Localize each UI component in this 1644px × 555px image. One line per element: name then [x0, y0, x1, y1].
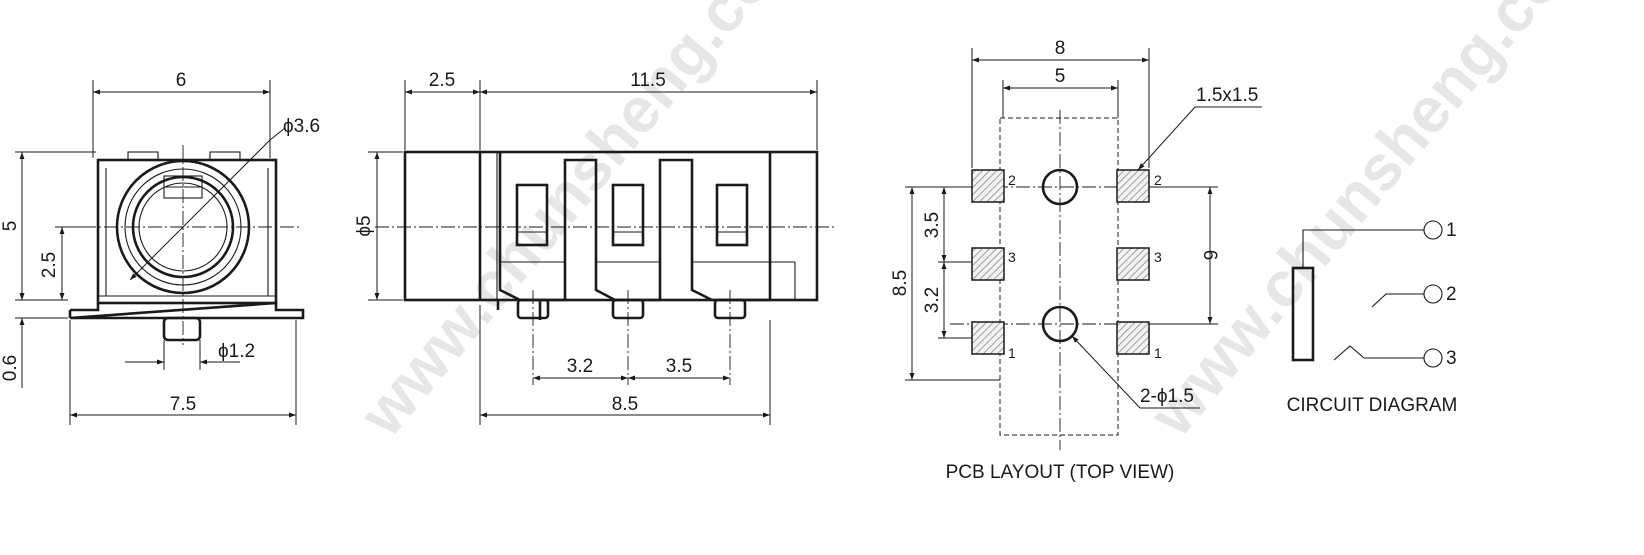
front-pin [162, 316, 202, 342]
pad-top-right [1116, 169, 1150, 203]
pcb-body-outline [999, 117, 1119, 436]
pad-mid-left [971, 247, 1005, 281]
side-body-outline [403, 150, 819, 302]
side-pitch-b-label: 3.5 [666, 356, 692, 377]
pcb-right-height-label: 6 [1199, 250, 1220, 261]
front-pin-dia-label: ϕ1.2 [218, 341, 255, 362]
front-notch-left [127, 151, 159, 161]
watermark: www.chunsheng.com www.chunsheng.com [345, 0, 1612, 450]
side-pitch-a-label: 3.2 [567, 356, 593, 377]
circuit-pin-3-label: 3 [1446, 348, 1457, 369]
front-base-width-label: 7.5 [170, 394, 196, 415]
pad-label-mid-left: 3 [1008, 249, 1016, 265]
side-total-pitch-label: 8.5 [612, 394, 638, 415]
circuit-diagram-title: CIRCUIT DIAGRAM [1287, 395, 1458, 416]
pcb-hole-top [1041, 168, 1079, 206]
circuit-pin-2-label: 2 [1446, 284, 1457, 305]
pad-bot-left [971, 321, 1005, 355]
circuit-wire-1 [1302, 229, 1424, 268]
pad-label-bot-left: 1 [1008, 345, 1016, 361]
front-view: ϕ3.6 6 5 2.5 0.6 ϕ1.2 7.5 [0, 70, 320, 425]
side-body-length-label: 11.5 [630, 70, 666, 91]
pcb-pads [971, 169, 1150, 355]
circuit-pin-3-terminal [1423, 348, 1443, 368]
circuit-wire-2 [1371, 293, 1424, 308]
pcb-total-height-label: 8.5 [890, 270, 911, 296]
pcb-row-a-label: 3.5 [922, 212, 943, 238]
pcb-inner-width-label: 5 [1055, 66, 1066, 87]
side-diameter-label: ϕ5 [354, 215, 375, 236]
side-view: 2.5 11.5 ϕ5 3.2 3.5 8.5 [354, 70, 835, 425]
watermark-text-right: www.chunsheng.com [1135, 0, 1612, 450]
front-center-height-label: 2.5 [39, 252, 60, 278]
circuit-pin-1-terminal [1423, 220, 1443, 240]
pcb-row-b-label: 3.2 [922, 287, 943, 313]
pcb-hole-bottom [1041, 305, 1079, 343]
front-base-feet [69, 301, 305, 320]
front-width-label: 6 [176, 70, 187, 91]
pad-bot-right [1116, 321, 1150, 355]
pcb-holes-label: 2-ϕ1.5 [1140, 386, 1194, 407]
pcb-layout-title: PCB LAYOUT (TOP VIEW) [946, 462, 1175, 483]
pad-label-mid-right: 3 [1154, 249, 1162, 265]
pcb-layout: 2 2 3 3 1 1 8 5 1.5x1.5 3.5 3.2 8.5 [890, 38, 1262, 483]
front-hole-dia-label: ϕ3.6 [283, 116, 320, 137]
circuit-wire-3 [1333, 345, 1424, 361]
circuit-pin-2-terminal [1423, 284, 1443, 304]
watermark-text-left: www.chunsheng.com [345, 0, 822, 450]
pcb-outer-width-label: 8 [1055, 38, 1066, 59]
front-notch-right [209, 151, 241, 161]
pad-label-top-right: 2 [1154, 172, 1162, 188]
front-bottom-label: 0.6 [0, 355, 21, 381]
side-nose-length-label: 2.5 [429, 70, 455, 91]
pad-label-top-left: 2 [1008, 172, 1016, 188]
pad-top-left [971, 169, 1005, 203]
pad-label-bot-right: 1 [1154, 345, 1162, 361]
circuit-pin-1-label: 1 [1446, 220, 1457, 241]
pcb-pad-size-label: 1.5x1.5 [1196, 85, 1258, 106]
pad-mid-right [1116, 247, 1150, 281]
front-height-label: 5 [0, 221, 21, 232]
circuit-diagram: 1 2 3 CIRCUIT DIAGRAM [1287, 220, 1458, 416]
